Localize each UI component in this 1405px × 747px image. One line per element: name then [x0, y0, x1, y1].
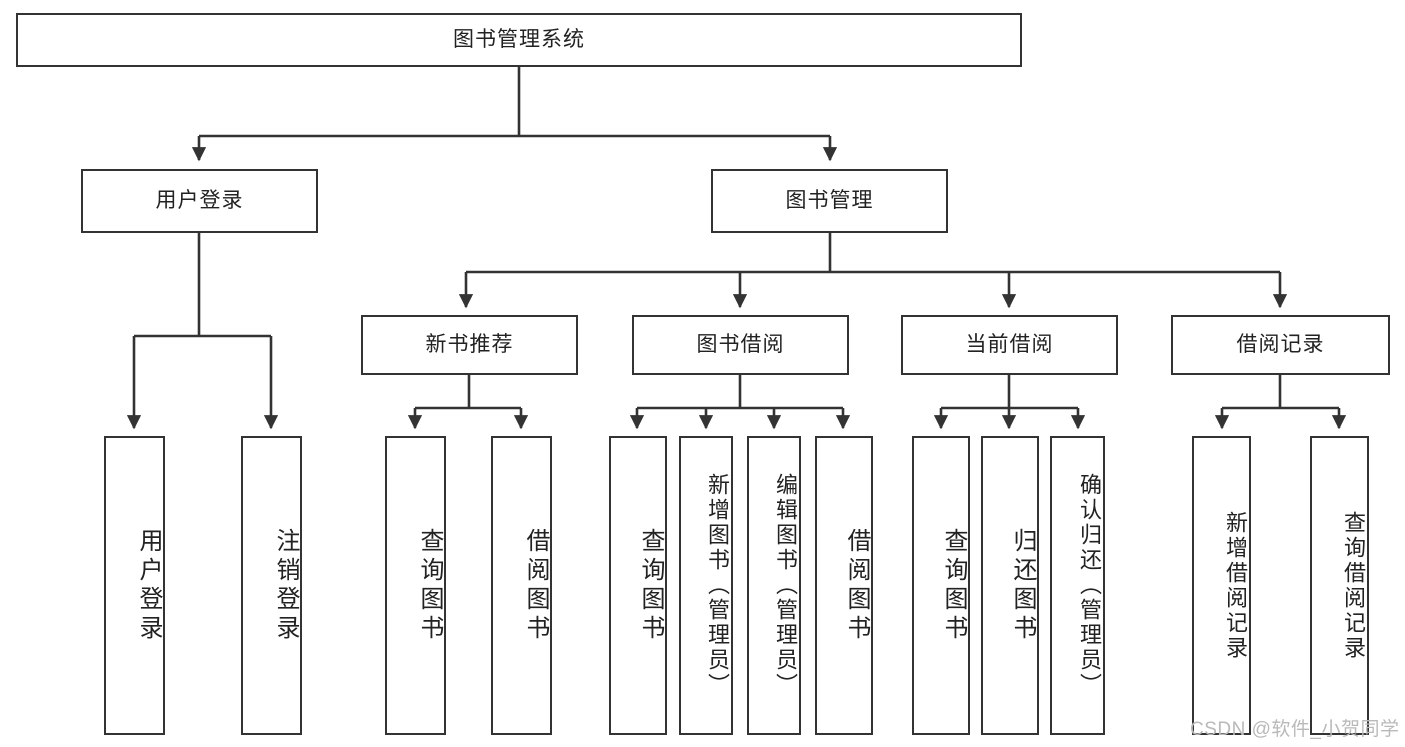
leaf-add-borrow-record[interactable]: 新增借阅记录 — [1192, 436, 1251, 735]
node-root-book-management-system[interactable]: 图书管理系统 — [16, 13, 1022, 67]
node-book-management[interactable]: 图书管理 — [711, 169, 948, 233]
leaf-query-borrow-record[interactable]: 查询借阅记录 — [1310, 436, 1369, 735]
leaf-query-book-new-book[interactable]: 查询图书 — [385, 436, 446, 735]
leaf-logout[interactable]: 注销登录 — [241, 436, 302, 735]
leaf-borrow-book-borrowing[interactable]: 借阅图书 — [815, 436, 873, 735]
node-book-borrowing[interactable]: 图书借阅 — [632, 315, 849, 375]
leaf-return-book[interactable]: 归还图书 — [981, 436, 1039, 735]
node-borrowing-record[interactable]: 借阅记录 — [1171, 315, 1390, 375]
watermark-text: CSDN @软件_小贺同学 — [1190, 719, 1400, 740]
leaf-add-book-admin[interactable]: 新增图书（管理员） — [679, 436, 733, 735]
leaf-user-login[interactable]: 用户登录 — [104, 436, 165, 735]
leaf-query-book-current[interactable]: 查询图书 — [912, 436, 970, 735]
leaf-confirm-return-admin[interactable]: 确认归还（管理员） — [1050, 436, 1105, 735]
node-current-borrowing[interactable]: 当前借阅 — [901, 315, 1118, 375]
leaf-borrow-book-new-book[interactable]: 借阅图书 — [491, 436, 552, 735]
node-user-login[interactable]: 用户登录 — [81, 169, 318, 233]
leaf-query-book-borrowing[interactable]: 查询图书 — [609, 436, 667, 735]
node-new-book-recommendation[interactable]: 新书推荐 — [361, 315, 578, 375]
leaf-edit-book-admin[interactable]: 编辑图书（管理员） — [747, 436, 801, 735]
